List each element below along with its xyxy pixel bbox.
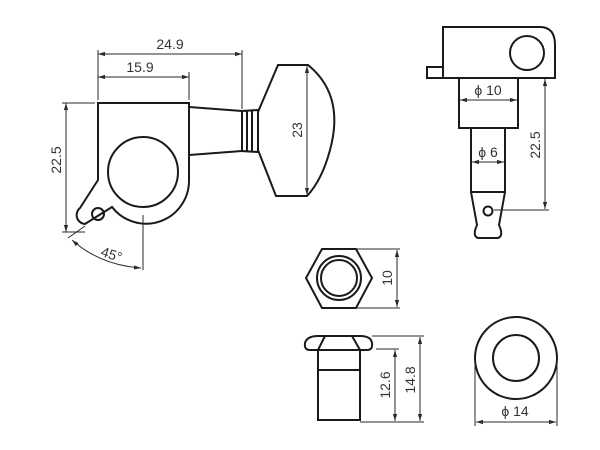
mounting-ear-hole	[91, 207, 105, 221]
string-post-hole	[482, 205, 494, 217]
side-tab	[426, 66, 443, 79]
dim-bushing-inner-height: 12.6	[377, 371, 393, 398]
front-dimensions: 24.9 15.9 22.5 23 45°	[48, 36, 310, 270]
dim-arc-ear-angle	[71, 239, 142, 270]
hex-nut	[304, 248, 374, 309]
string-post	[470, 128, 506, 239]
side-view: ϕ 10 ϕ 6 22.5	[426, 26, 556, 239]
bushing-cap	[303, 335, 374, 351]
tuner-housing	[75, 102, 191, 226]
bushing-body	[317, 350, 361, 421]
gear-post-hole	[107, 136, 179, 208]
dim-post-diameter: ϕ 6	[478, 144, 498, 160]
dim-nut-size: 10	[379, 270, 395, 286]
tuner-shaft	[188, 106, 243, 156]
washer-inner	[492, 334, 540, 382]
hex-nut-bore	[320, 259, 358, 297]
bushing-section	[458, 77, 519, 129]
dim-body-height: 22.5	[48, 146, 64, 173]
washer-view: ϕ 14	[474, 316, 558, 426]
dim-ear-angle: 45°	[99, 243, 124, 265]
dim-overall-width: 24.9	[156, 36, 183, 52]
dim-body-width: 15.9	[126, 59, 153, 75]
washer-outer	[474, 316, 558, 400]
dim-washer-diameter: ϕ 14	[501, 403, 529, 419]
side-gear-hole	[509, 35, 545, 71]
dim-bushing-total-height: 14.8	[402, 366, 418, 393]
dim-post-height: 22.5	[527, 131, 543, 158]
bushing-view: 12.6 14.8	[303, 335, 424, 423]
front-view	[75, 64, 336, 226]
hex-nut-view: 10	[304, 248, 400, 309]
hex-nut-ring	[316, 255, 362, 301]
dim-bushing-diameter: ϕ 10	[474, 82, 502, 98]
shaft-collar	[241, 108, 259, 154]
side-housing	[442, 26, 556, 79]
dim-knob-height: 23	[289, 122, 305, 138]
